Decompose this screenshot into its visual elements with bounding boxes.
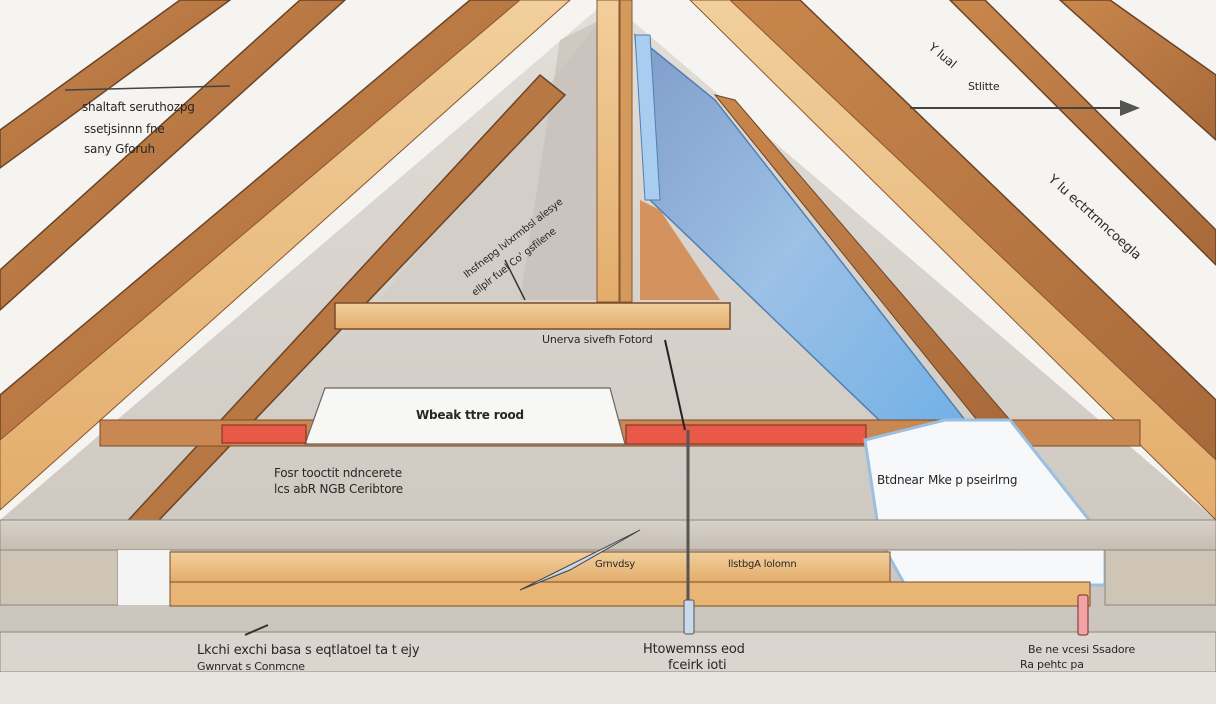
- king-post: [596, 0, 620, 303]
- copper-triangle: [640, 200, 720, 300]
- rafter-outer-right-1: [1058, 0, 1216, 142]
- label-top-left-line1: shaltaft seruthozpg: [82, 100, 195, 114]
- white-sheathing-panel: [304, 387, 626, 445]
- label-joist-left: Grnvdsy: [595, 559, 636, 570]
- label-mid-right-b: Mke p pseirlrng: [928, 473, 1018, 487]
- ceiling-bottom: [0, 672, 1216, 704]
- right-rod-tip: [1077, 594, 1089, 636]
- ceiling-drywall: [0, 631, 1216, 673]
- arrow-center-floor: [519, 529, 641, 591]
- label-bottom-left-line2: Gwnrvat s Conmcne: [197, 660, 305, 673]
- vapor-barrier-right: [625, 424, 867, 445]
- rafter-outer-left-1: [0, 0, 232, 169]
- leader-line-top-left: [64, 85, 231, 91]
- label-bottom-left-line1: Lkchi exchi basa s eqtlatoel ta t ejy: [197, 643, 420, 658]
- label-joist-right: llstbgA lolomn: [728, 559, 797, 570]
- label-top-left-line3: sany Gforuh: [84, 142, 155, 156]
- rafter-main-left-light: [0, 0, 571, 511]
- floor-joist-wood: [169, 551, 891, 583]
- vapor-barrier-left: [221, 424, 307, 444]
- leader-line-collar: [664, 339, 686, 431]
- label-mid-left-line1: Fosr tooctit ndncerete: [274, 466, 402, 480]
- floor-deck: [0, 519, 1216, 551]
- center-rod-tip: [683, 599, 695, 635]
- label-top-right-b: Stlitte: [968, 80, 1000, 93]
- leader-line-center-diag: [504, 259, 526, 301]
- king-post-right: [619, 0, 633, 303]
- label-mid-left-line2: lcs abR NGB Ceribtore: [274, 482, 403, 496]
- gable-center-shadow: [520, 20, 600, 300]
- insulation-edge: [634, 34, 661, 201]
- floor-joist-wood-lower: [169, 581, 1091, 607]
- label-bottom-right-line1: Be ne vcesi Ssadore: [1028, 643, 1136, 656]
- arrow-head-top-right: [1120, 100, 1140, 116]
- leader-line-bottom-left: [244, 624, 269, 636]
- label-mid-right-a: Btdnear: [877, 473, 924, 487]
- label-bottom-center-line2: fceirk ioti: [668, 658, 727, 673]
- label-under-collar: Unerva sivefh Fotord: [542, 333, 653, 346]
- rafter-outer-left-2: [0, 0, 347, 312]
- collar-tie: [334, 302, 731, 330]
- label-bottom-center-line1: Htowemnss eod: [643, 642, 745, 657]
- label-bottom-right-line2: Ra pehtc pa: [1020, 658, 1084, 671]
- floor-gap-white: [118, 550, 170, 605]
- label-white-panel: Wbeak ttre rood: [416, 408, 524, 422]
- floor-joist-left: [0, 549, 119, 606]
- label-top-left-line2: ssetjsinnn fne: [84, 122, 165, 136]
- rafter-main-right-light: [689, 0, 1216, 521]
- floor-joist-right: [1104, 549, 1216, 606]
- rafter-outer-right-2: [948, 0, 1216, 267]
